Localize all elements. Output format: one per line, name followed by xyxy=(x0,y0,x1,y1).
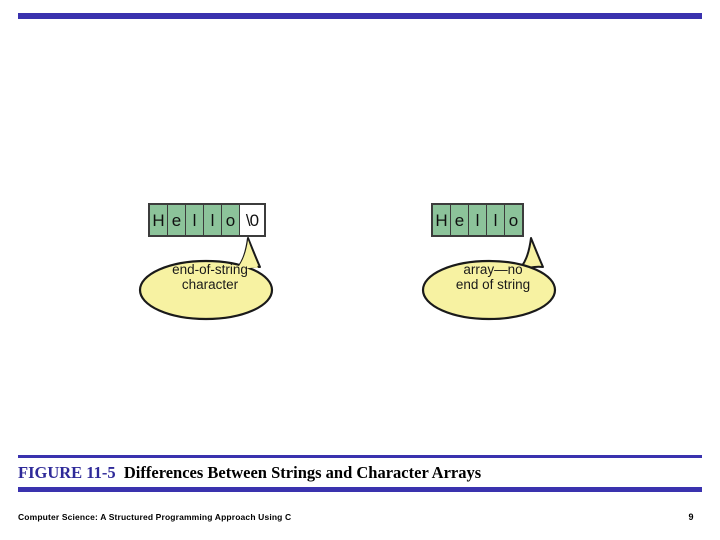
figure-caption: FIGURE 11-5 Differences Between Strings … xyxy=(18,461,481,485)
string-cell: H xyxy=(150,205,167,235)
right-callout-bubble: array—no end of string xyxy=(413,234,573,334)
array-cell: e xyxy=(451,205,468,235)
figure-illustration: H e l l o \0 end-of-string character H xyxy=(0,190,720,340)
figure-number: FIGURE 11-5 xyxy=(18,463,116,482)
array-cell: l xyxy=(469,205,486,235)
footer-book-title: Computer Science: A Structured Programmi… xyxy=(18,512,292,522)
array-cell: o xyxy=(505,205,522,235)
string-cell: l xyxy=(186,205,203,235)
array-cell: l xyxy=(487,205,504,235)
string-cell: e xyxy=(168,205,185,235)
string-cell-row: H e l l o \0 xyxy=(148,203,266,237)
bubble-shape xyxy=(138,237,274,321)
array-cell: H xyxy=(433,205,450,235)
caption-divider-bottom xyxy=(18,487,702,492)
top-divider-rule xyxy=(18,13,702,19)
footer-page-number: 9 xyxy=(688,512,694,522)
array-cell-row: H e l l o xyxy=(431,203,524,237)
string-cell: l xyxy=(204,205,221,235)
bubble-shape xyxy=(421,237,557,321)
string-cell-null-terminator: \0 xyxy=(240,205,264,235)
figure-title: Differences Between Strings and Characte… xyxy=(123,463,482,482)
caption-spacer xyxy=(116,463,124,483)
string-cell: o xyxy=(222,205,239,235)
caption-divider-top xyxy=(18,455,702,458)
left-callout-bubble: end-of-string character xyxy=(130,234,290,334)
